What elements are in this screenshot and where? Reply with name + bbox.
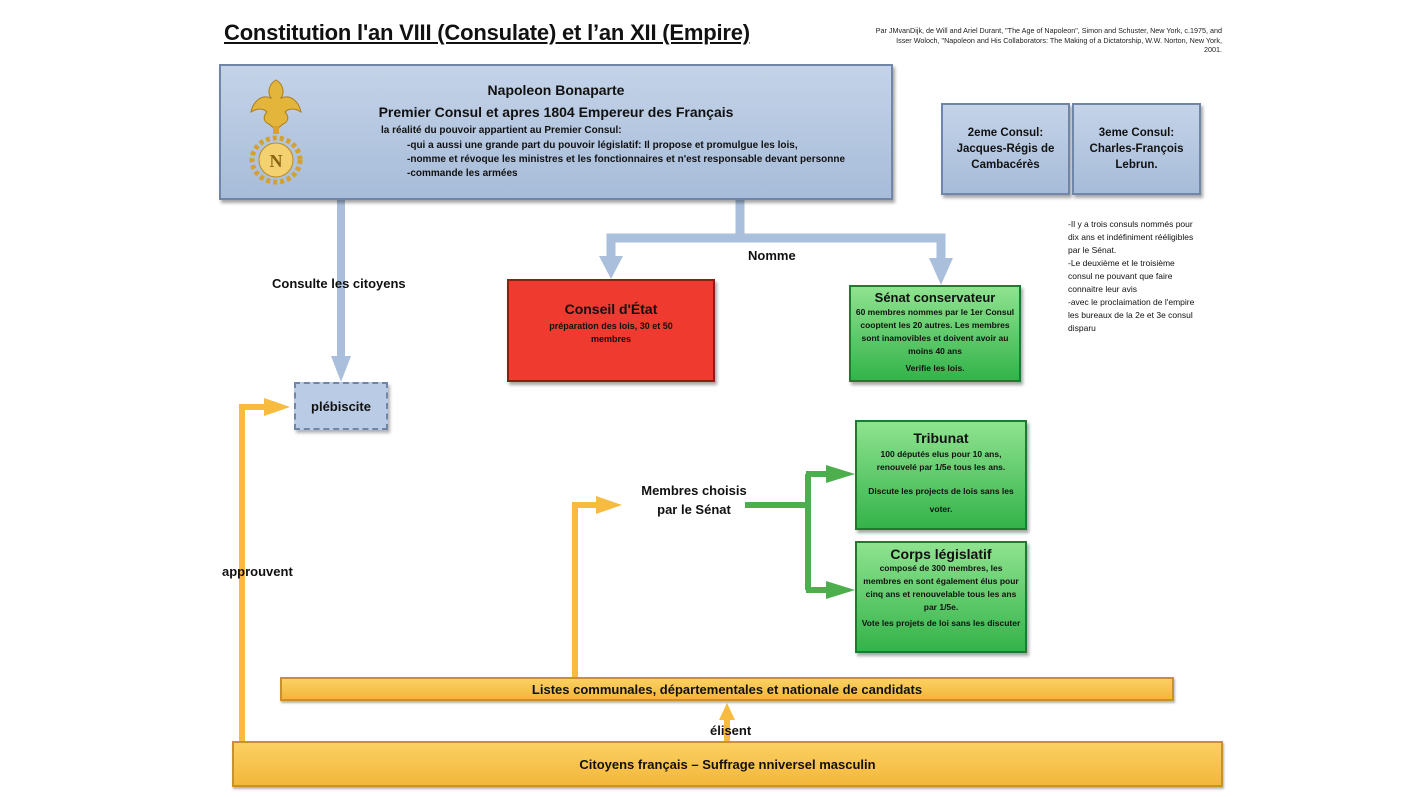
napoleon-power-item: -qui a aussi une grande part du pouvoir … [407,140,798,151]
note-line: consul ne pouvant que faire [1068,271,1173,281]
listes-candidats-box: Listes communales, départementales et na… [280,677,1174,701]
source-line: Isser Woloch, "Napoleon and His Collabor… [896,35,1222,45]
napoleon-name: Napoleon Bonaparte [487,82,625,98]
tribunat-note: Discute les projects de lois sans les vo… [868,486,1014,514]
corps-note: Vote les projets de loi sans les discute… [861,618,1021,628]
arrow-head-tribunat [826,465,855,483]
note-line: disparu [1068,323,1096,333]
note-line: dix ans et indéfiniment rééligibles [1068,232,1194,242]
napoleon-role: Premier Consul et apres 1804 Empereur de… [378,104,734,120]
source-citation: Par JMvanDijk, de Will and Ariel Durant,… [830,26,1222,55]
napoleon-box: N Napoleon Bonaparte Premier Consul et a… [219,64,893,200]
consul-line: Cambacérès [971,159,1040,171]
corps-title: Corps législatif [890,546,992,562]
napoleon-power-item: -nomme et révoque les ministres et les f… [407,154,846,165]
tribunat-title: Tribunat [913,430,969,446]
senat-title: Sénat conservateur [874,290,996,305]
arrow-head-plebiscite-gold [264,398,290,416]
arrow-head-membres [596,496,622,514]
note-line: -Il y a trois consuls nommés pour [1068,219,1193,229]
conseil-title: Conseil d'État [564,301,658,317]
arrow-citoyens-to-plebiscite [239,404,265,741]
imperial-eagle-emblem-icon: N [249,79,303,185]
senat-box: Sénat conservateur 60 membres nommes par… [849,285,1021,382]
napoleon-power-item: -commande les armées [407,168,518,179]
note-line: -Le deuxième et le troisième [1068,258,1175,268]
consul-line: 2eme Consul: [967,127,1044,139]
third-consul-box: 3eme Consul: Charles-François Lebrun. [1072,103,1201,195]
label-approuvent: approuvent [222,564,293,579]
consul-line: Jacques-Régis de [956,143,1055,155]
label-line: Membres choisis [641,483,747,498]
consuls-note: -Il y a trois consuls nommés pour dix an… [1068,218,1228,335]
label-elisent: élisent [710,723,752,738]
note-line: les bureaux de la 2e et 3e consul [1068,310,1193,320]
note-line: connaitre leur avis [1068,284,1137,294]
corps-desc: composé de 300 membres, les membres en s… [863,563,1019,612]
arrow-membres-to-chambers [745,471,828,593]
tribunat-box: Tribunat 100 députés elus pour 10 ans, r… [855,420,1027,530]
plebiscite-box: plébiscite [294,382,388,430]
label-line: par le Sénat [657,502,731,517]
page-title: Constitution l'an VIII (Consulate) et l’… [224,20,750,45]
note-line: par le Sénat. [1068,245,1117,255]
corps-legislatif-box: Corps législatif composé de 300 membres,… [855,541,1027,653]
arrow-head-corps [826,581,855,599]
conseil-desc: préparation des lois, 30 et 50 membres [549,321,673,344]
conseil-etat-box: Conseil d'État préparation des lois, 30 … [507,279,715,382]
senat-note: Verifie les lois. [905,363,965,373]
consul-line: 3eme Consul: [1098,127,1175,139]
svg-text:N: N [270,151,283,171]
arrow-head-plebiscite [331,356,351,382]
arrow-head-senat [929,258,953,285]
senat-desc: 60 membres nommes par le 1er Consul coop… [855,307,1015,356]
arrow-listes-to-membres [572,502,597,677]
note-line: -avec le proclaimation de l'empire [1068,297,1195,307]
label-consulte: Consulte les citoyens [272,276,406,291]
second-consul-box: 2eme Consul: Jacques-Régis de Cambacérès [941,103,1070,195]
consul-line: Charles-François [1089,143,1184,155]
source-line: Par JMvanDijk, de Will and Ariel Durant,… [875,26,1222,35]
source-line: 2001. [1204,45,1222,55]
arrow-nomme-branch [606,233,946,258]
napoleon-intro: la réalité du pouvoir appartient au Prem… [381,125,622,136]
napoleon-powers-list: -qui a aussi une grande part du pouvoir … [407,139,845,181]
label-membres-choisis: Membres choisis par le Sénat [608,481,780,519]
arrow-head-listes [719,703,735,720]
arrow-head-conseil [599,256,623,279]
label-nomme: Nomme [748,248,796,263]
tribunat-desc: 100 députés elus pour 10 ans, renouvelé … [876,449,1006,472]
consul-line: Lebrun. [1115,159,1158,171]
citoyens-box: Citoyens français – Suffrage nniversel m… [232,741,1223,787]
